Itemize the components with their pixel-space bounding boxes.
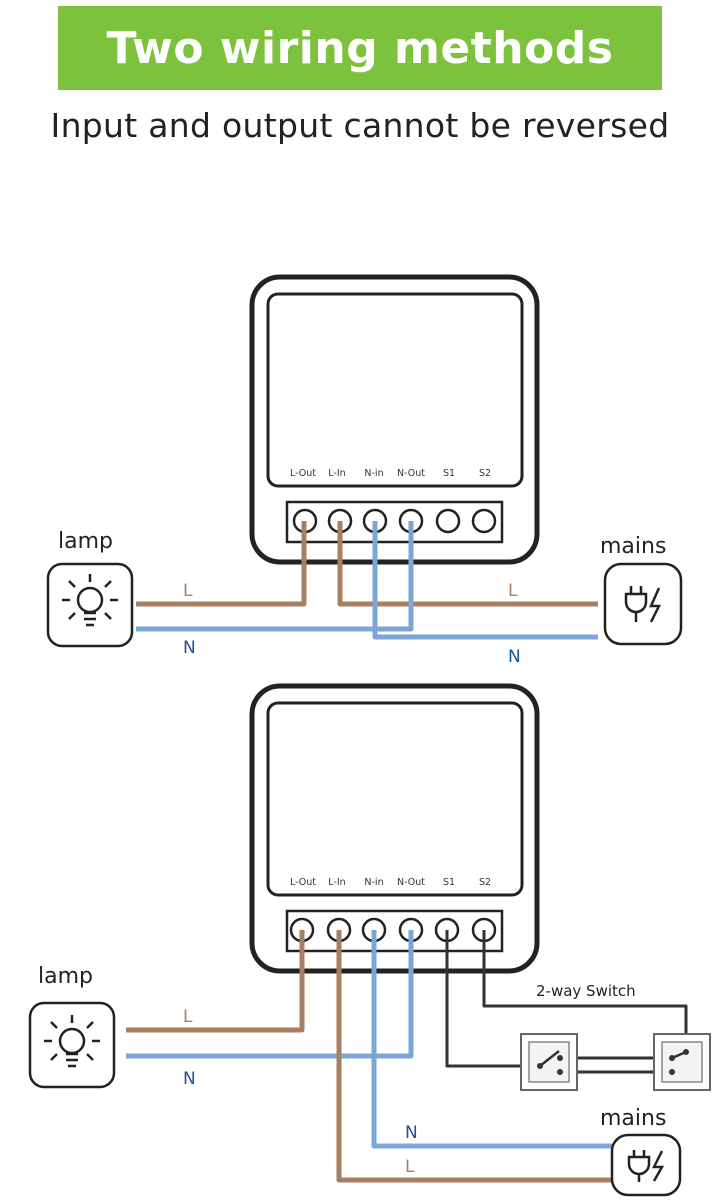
switch-icon — [653, 1033, 711, 1091]
mains-label: mains — [600, 534, 666, 559]
plug-icon — [610, 1133, 682, 1197]
terminal-s2 — [471, 508, 497, 534]
terminal-label-s2: S2 — [479, 877, 491, 888]
terminal-block — [285, 500, 504, 544]
wire-label-lamp-n: N — [183, 1069, 196, 1089]
lamp-label: lamp — [38, 964, 93, 989]
terminal-block — [285, 909, 504, 953]
diagram-2: L-Out L-In N-in N-Out S1 S2 — [28, 683, 711, 1197]
bulb-icon — [28, 1001, 116, 1089]
wire-switch-s2 — [482, 930, 688, 1052]
wire-label-mains-l: L — [508, 581, 518, 601]
terminal-label-n-out: N-Out — [397, 468, 425, 479]
switch-label: 2-way Switch — [536, 982, 636, 1000]
wire-lamp-live — [136, 521, 307, 607]
terminal-label-n-out: N-Out — [397, 877, 425, 888]
wire-mains-neutral — [372, 521, 598, 640]
terminal-label-s1: S1 — [443, 877, 455, 888]
wire-lamp-neutral — [126, 930, 414, 1059]
wire-label-mains-n: N — [405, 1123, 418, 1143]
wire-label-mains-n: N — [508, 647, 521, 667]
plug-icon — [603, 562, 683, 646]
terminal-label-l-in: L-In — [328, 468, 345, 479]
wire-label-lamp-l: L — [183, 1007, 193, 1027]
terminal-s1 — [435, 508, 461, 534]
relay-module-face — [266, 292, 524, 488]
terminal-label-l-out: L-Out — [290, 468, 316, 479]
wire-lamp-neutral — [136, 521, 414, 632]
bulb-icon — [46, 562, 134, 648]
terminal-label-n-in: N-in — [364, 877, 383, 888]
wire-lamp-live — [126, 930, 305, 1033]
lamp-label: lamp — [58, 529, 113, 554]
switch-icon — [520, 1033, 578, 1091]
wire-label-mains-l: L — [405, 1157, 415, 1177]
diagram-1: L-Out L-In N-in N-Out S1 S2 L N — [46, 274, 683, 667]
mains-label: mains — [600, 1106, 666, 1131]
title-banner: Two wiring methods — [58, 6, 662, 90]
terminal-label-s2: S2 — [479, 468, 491, 479]
terminal-label-l-out: L-Out — [290, 877, 316, 888]
wire-mains-live — [337, 521, 598, 607]
terminal-label-s1: S1 — [443, 468, 455, 479]
wire-switch-s1 — [445, 930, 540, 1068]
terminal-label-n-in: N-in — [364, 468, 383, 479]
wire-label-lamp-l: L — [183, 581, 193, 601]
wire-mains-live — [336, 930, 612, 1183]
wire-mains-neutral — [371, 930, 612, 1149]
wire-label-lamp-n: N — [183, 638, 196, 658]
page-subtitle: Input and output cannot be reversed — [50, 106, 670, 145]
terminal-label-l-in: L-In — [328, 877, 345, 888]
page-title: Two wiring methods — [106, 22, 614, 74]
relay-module-face — [266, 701, 524, 897]
